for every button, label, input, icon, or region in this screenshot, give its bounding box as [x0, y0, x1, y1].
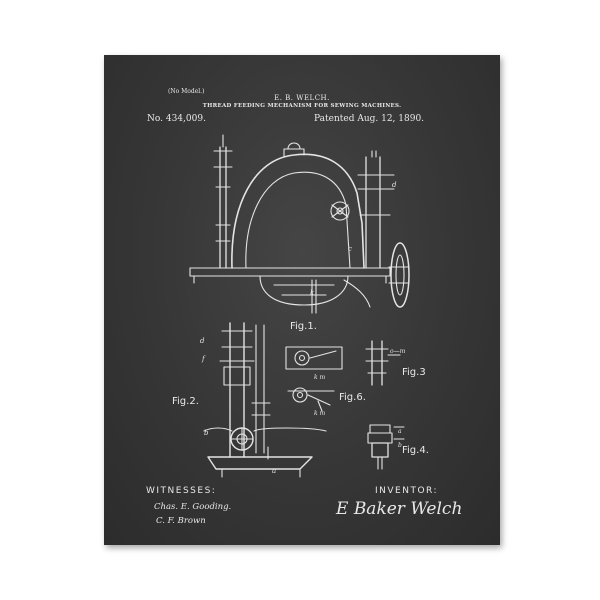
detail-figures-drawing: k m k m [285, 346, 343, 417]
fig2-label: Fig.2. [172, 396, 199, 407]
fig2-front-view-drawing: d f b a [200, 322, 327, 478]
svg-text:b: b [204, 429, 209, 437]
svg-text:d: d [392, 181, 397, 189]
svg-text:d: d [200, 337, 205, 345]
svg-text:c: c [348, 245, 352, 253]
witness-signature-1: Chas. E. Gooding. [154, 502, 232, 512]
witness-signature-2: C. F. Brown [156, 516, 206, 526]
svg-text:o—m: o—m [390, 348, 406, 355]
no-model-label: (No Model.) [168, 88, 205, 95]
svg-text:a: a [398, 428, 402, 435]
patent-date: Patented Aug. 12, 1890. [314, 114, 425, 124]
svg-text:f: f [201, 355, 206, 363]
fig1-label: Fig.1. [290, 321, 317, 332]
patent-inventor-name: E. B. WELCH. [274, 94, 330, 102]
patent-subtitle: THREAD FEEDING MECHANISM FOR SEWING MACH… [202, 103, 402, 109]
svg-text:k: k [310, 289, 314, 297]
svg-text:b: b [398, 442, 402, 449]
patent-number: No. 434,009. [147, 114, 206, 124]
witnesses-label: WITNESSES: [146, 486, 217, 496]
inventor-label: INVENTOR: [375, 486, 439, 496]
patent-poster: (No Model.) E. B. WELCH. THREAD FEEDING … [104, 55, 500, 545]
fig1-sewing-machine-drawing: c k d [189, 134, 410, 314]
inventor-signature: E Baker Welch [336, 499, 463, 519]
fig3-part-drawing: o—m [365, 340, 406, 386]
fig3-label: Fig.3 [402, 367, 426, 378]
fig4-part-drawing: a b [367, 424, 405, 470]
fig4-label: Fig.4. [402, 445, 429, 456]
svg-text:k m: k m [314, 410, 326, 417]
patent-drawing: c k d d f b a [189, 134, 410, 478]
fig6-label: Fig.6. [339, 392, 366, 403]
svg-text:a: a [272, 467, 276, 475]
svg-text:k m: k m [314, 374, 326, 381]
